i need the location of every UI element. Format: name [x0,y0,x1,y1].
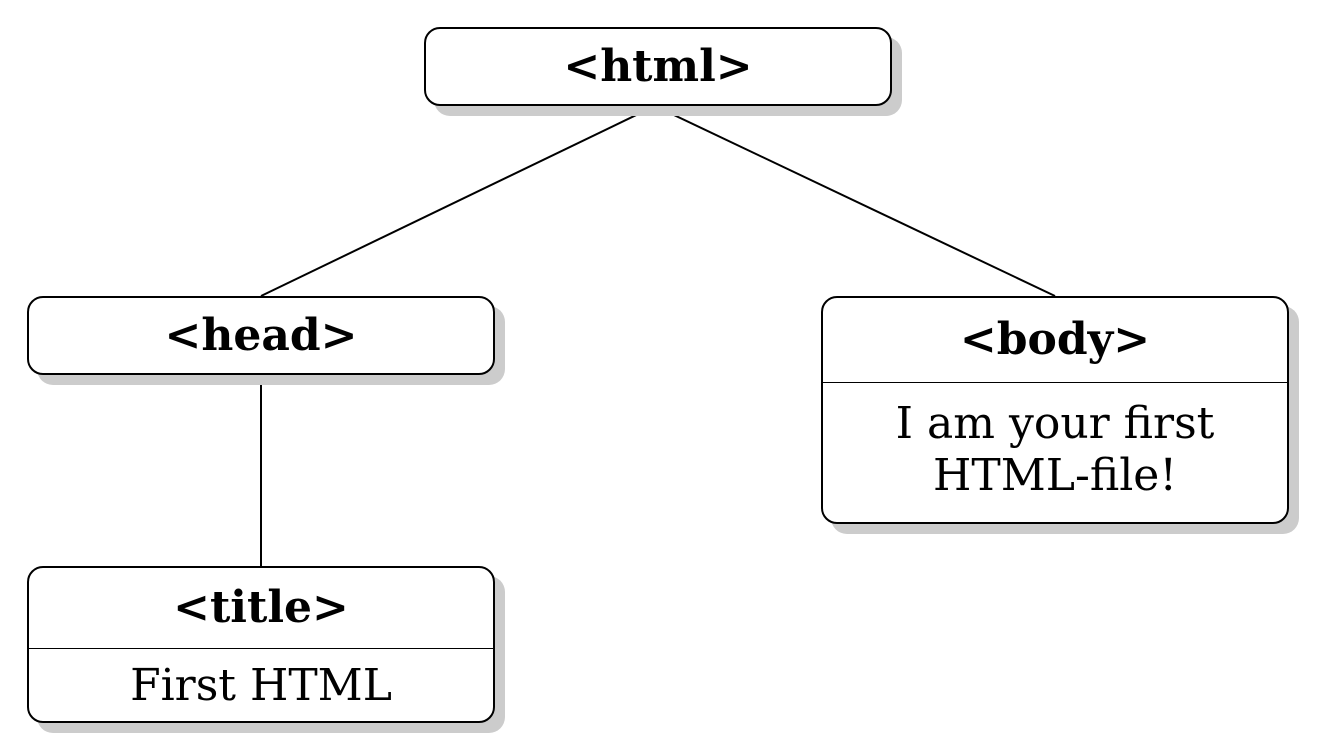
title-node: <title> First HTML [27,566,495,723]
body-node: <body> I am your first HTML-file! [821,296,1289,524]
body-node-content-line2: HTML-file! [933,449,1177,501]
title-node-tag: <title> [173,582,349,633]
body-node-tag: <body> [959,314,1151,365]
html-node: <html> [424,27,892,106]
edge-html-head [260,105,656,297]
head-node: <head> [27,296,495,375]
body-node-content-line1: I am your first [895,397,1215,449]
head-node-tag: <head> [164,309,358,361]
body-node-content: I am your first HTML-file! [823,382,1287,520]
title-node-content: First HTML [29,648,493,721]
edge-html-body [654,105,1056,297]
html-node-tag: <html> [563,40,753,92]
